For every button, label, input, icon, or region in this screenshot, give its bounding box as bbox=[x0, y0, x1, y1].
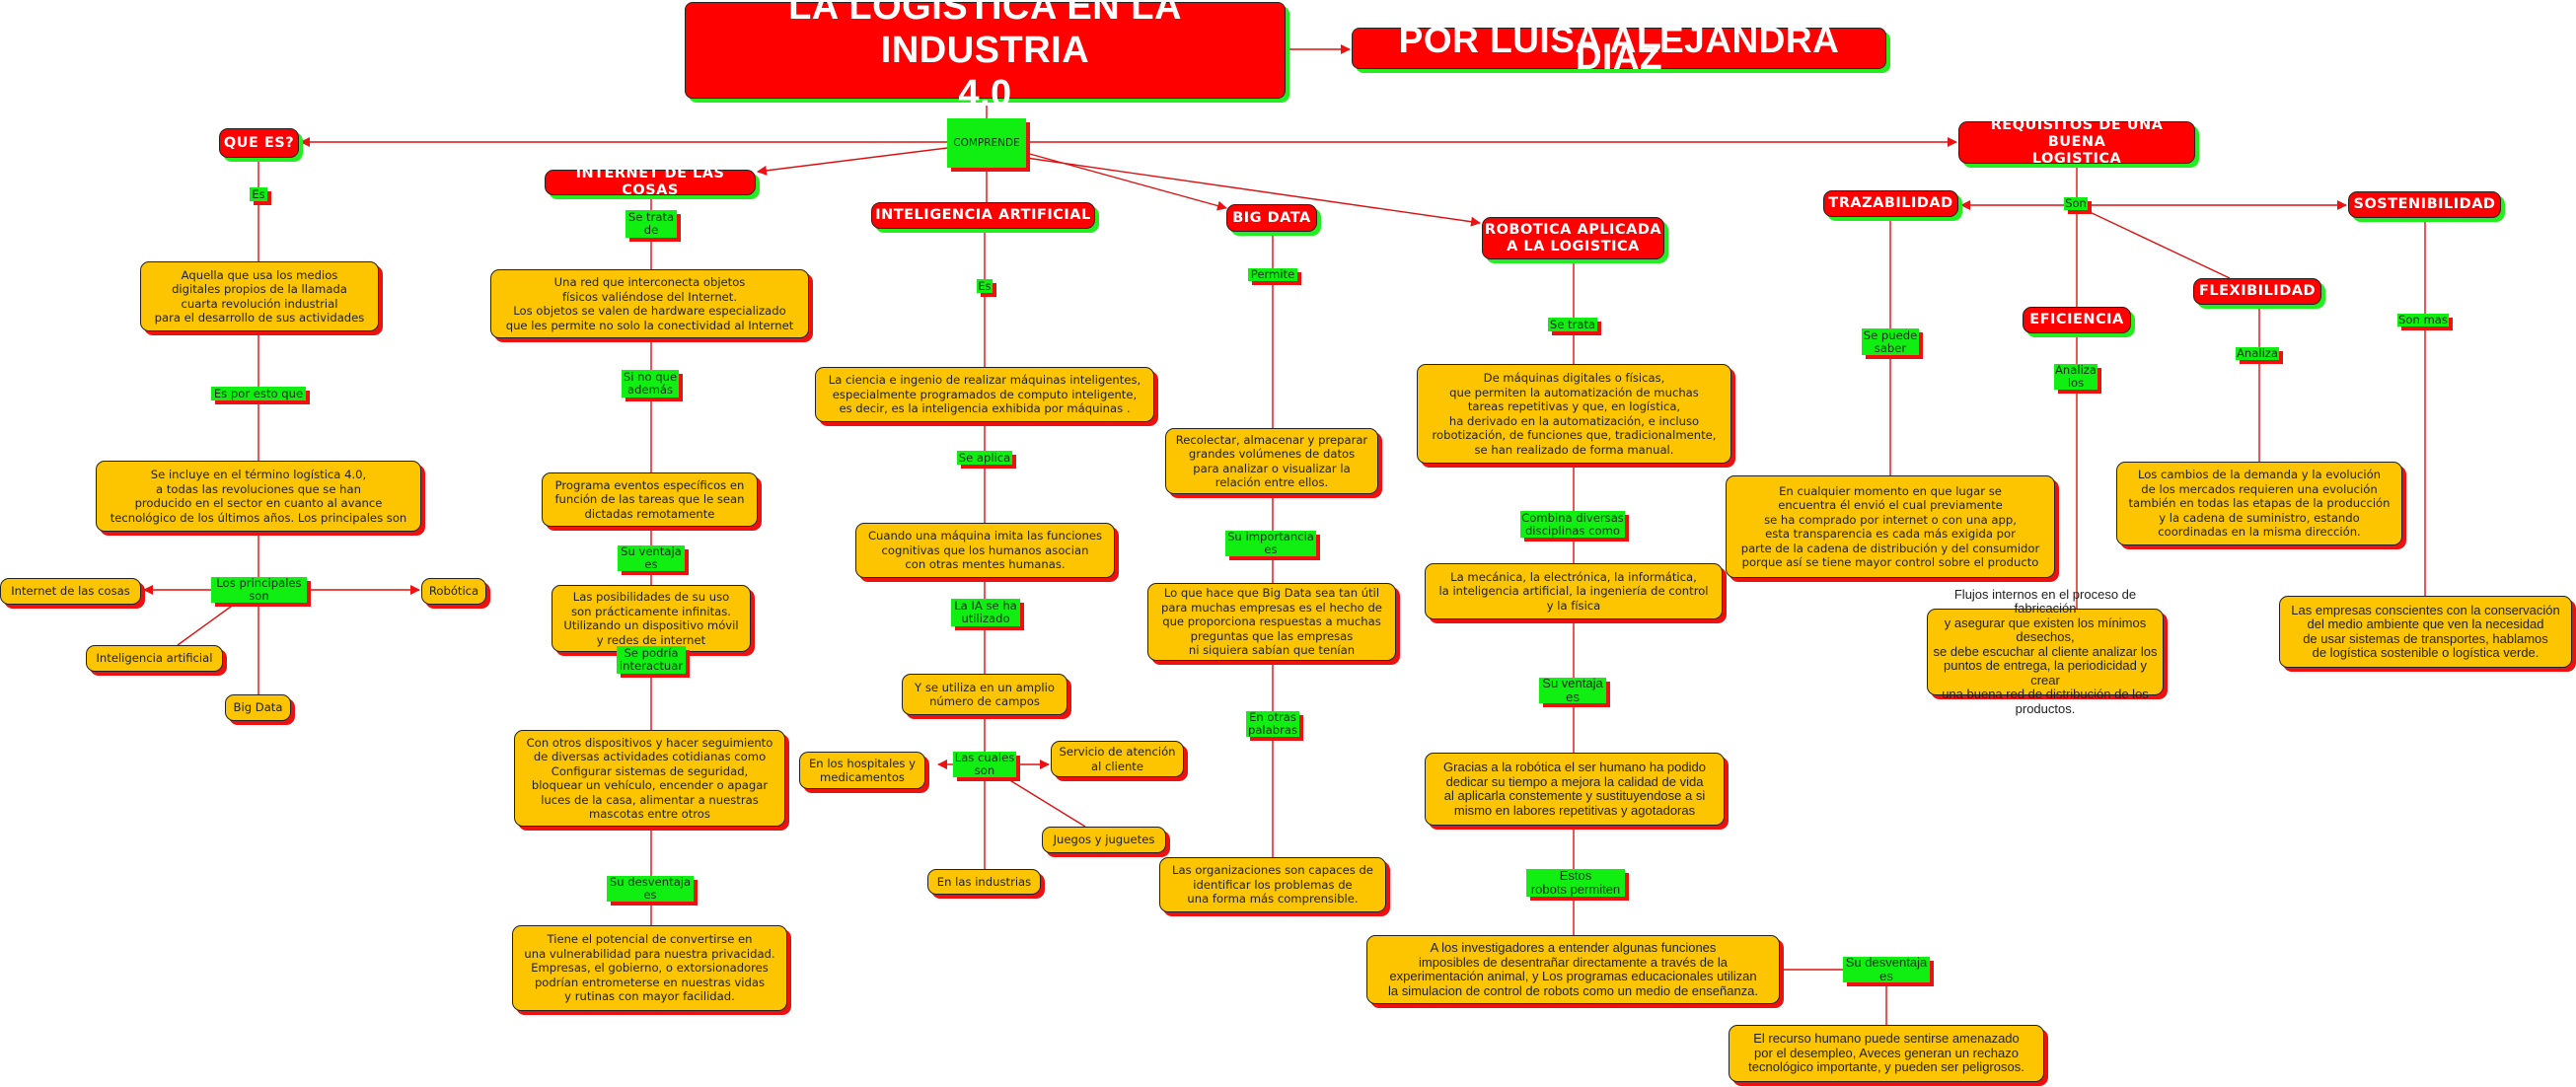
bigdata-permite: Recolectar, almacenar y preparar grandes… bbox=[1165, 428, 1378, 494]
que-es-definition: Aquella que usa los medios digitales pro… bbox=[140, 261, 379, 331]
principal-item: Big Data bbox=[225, 694, 291, 721]
link-label: Se aplica bbox=[957, 450, 1012, 465]
link-label: Su ventaja es bbox=[618, 545, 685, 571]
robotica-definition: De máquinas digitales o físicas, que per… bbox=[1417, 364, 1731, 464]
iot-desventaja: Tiene el potencial de convertirse en una… bbox=[512, 925, 787, 1011]
link-label: Su ventaja es bbox=[1539, 676, 1606, 704]
link-es: Es bbox=[250, 187, 267, 201]
link-principales: Los principales son bbox=[211, 577, 307, 603]
bigdata-otras-palabras: Las organizaciones son capaces de identi… bbox=[1159, 857, 1386, 912]
link-label: Su desventaja es bbox=[1843, 955, 1930, 983]
link-es-por-esto: Es por esto que bbox=[211, 387, 306, 400]
sostenibilidad-text: Las empresas conscientes con la conserva… bbox=[2279, 596, 2572, 668]
principal-item: Inteligencia artificial bbox=[86, 645, 223, 672]
map-title: LA LOGISTICA EN LA INDUSTRIA 4.0 bbox=[685, 0, 1286, 114]
node-requisitos: REQUISITOS DE UNA BUENA LOGISTICA bbox=[1958, 117, 2195, 167]
node-trazabilidad: TRAZABILIDAD bbox=[1823, 190, 1958, 217]
node-eficiencia: EFICIENCIA bbox=[2023, 307, 2131, 333]
link-label: Analiza bbox=[2236, 346, 2279, 360]
link-label: Su desventaja es bbox=[607, 876, 694, 902]
link-label: Se podría interactuar bbox=[617, 646, 686, 674]
iot-definition: Una red que interconecta objetos físicos… bbox=[490, 269, 809, 338]
que-es-incluye: Se incluye en el término logística 4.0, … bbox=[96, 461, 421, 532]
ia-definition: La ciencia e ingenio de realizar máquina… bbox=[815, 367, 1154, 422]
ia-field: En las industrias bbox=[927, 869, 1041, 895]
robotica-permiten: A los investigadores a entender algunas … bbox=[1366, 935, 1780, 1004]
node-internet-de-las-cosas: INTERNET DE LAS COSAS bbox=[545, 166, 756, 198]
flexibilidad-text: Los cambios de la demanda y la evolución… bbox=[2116, 462, 2402, 545]
link-label: Si no que además bbox=[622, 370, 679, 398]
author-node: POR LUISA ALEJANDRA DIAZ bbox=[1352, 22, 1886, 75]
link-comprende: COMPRENDE bbox=[947, 118, 1026, 168]
link-label: La IA se ha utilizado bbox=[951, 599, 1020, 626]
link-label: Las cuales son bbox=[953, 751, 1016, 777]
link-son: Son bbox=[2064, 196, 2088, 210]
link-label: Se puede saber bbox=[1862, 327, 1919, 355]
iot-ventaja: Las posibilidades de su uso son práctica… bbox=[552, 585, 751, 652]
link-label: Combina diversas disciplinas como bbox=[1520, 510, 1625, 538]
link-label: Su importancia es bbox=[1225, 531, 1316, 556]
node-big-data: BIG DATA bbox=[1226, 204, 1317, 232]
iot-programa: Programa eventos específicos en función … bbox=[542, 472, 758, 527]
node-robotica: ROBOTICA APLICADA A LA LOGISTICA bbox=[1482, 217, 1664, 259]
ia-field: En los hospitales y medicamentos bbox=[799, 752, 925, 789]
robotica-ventaja: Gracias a la robótica el ser humano ha p… bbox=[1425, 753, 1725, 826]
node-que-es: QUE ES? bbox=[219, 128, 299, 158]
node-sostenibilidad: SOSTENIBILIDAD bbox=[2348, 191, 2501, 218]
principal-item: Robótica bbox=[421, 578, 486, 605]
robotica-desventaja: El recurso humano puede sentirse amenaza… bbox=[1729, 1025, 2044, 1082]
bigdata-importancia: Lo que hace que Big Data sea tan útil pa… bbox=[1147, 583, 1396, 661]
link-label: Permite bbox=[1248, 268, 1297, 281]
link-label: Se trata bbox=[1548, 317, 1597, 331]
link-label: Se trata de bbox=[626, 210, 677, 238]
link-label: Es bbox=[977, 278, 993, 293]
link-label: En otras palabras bbox=[1246, 710, 1299, 737]
link-label: Son mas bbox=[2397, 313, 2449, 326]
ia-campos: Y se utiliza en un amplio número de camp… bbox=[902, 674, 1067, 715]
iot-interactuar: Con otros dispositivos y hacer seguimien… bbox=[514, 730, 785, 827]
trazabilidad-text: En cualquier momento en que lugar se enc… bbox=[1726, 475, 2055, 578]
ia-field: Servicio de atención al cliente bbox=[1051, 741, 1184, 777]
ia-field: Juegos y juguetes bbox=[1042, 827, 1166, 853]
principal-item: Internet de las cosas bbox=[0, 578, 141, 605]
ia-aplica: Cuando una máquina imita las funciones c… bbox=[855, 523, 1115, 578]
node-inteligencia-artificial: INTELIGENCIA ARTIFICIAL bbox=[871, 202, 1095, 229]
link-label: Analiza los bbox=[2054, 363, 2098, 390]
link-label: Estos robots permiten bbox=[1526, 868, 1625, 897]
robotica-disciplinas: La mecánica, la electrónica, la informát… bbox=[1425, 563, 1723, 619]
node-flexibilidad: FLEXIBILIDAD bbox=[2193, 278, 2321, 305]
eficiencia-text: Flujos internos en el proceso de fabrica… bbox=[1927, 587, 2164, 716]
